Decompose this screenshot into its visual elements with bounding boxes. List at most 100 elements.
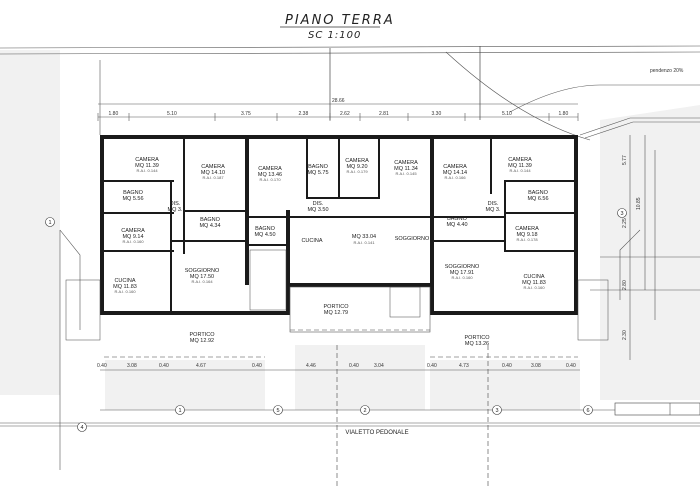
- room-label: DIS.MQ 3.: [168, 201, 183, 213]
- room-rai: R.A.I. 0.179: [346, 169, 368, 174]
- room-area: MQ 5.56: [122, 196, 143, 202]
- path-label: VIALETTO PEDONALE: [345, 430, 408, 436]
- dimension-bottom: 0.40: [502, 363, 512, 369]
- room-area: MQ 17.91: [450, 270, 474, 276]
- unit-marker-number: 6: [586, 408, 589, 414]
- dimension-segment: 1.80: [109, 111, 119, 117]
- room-label: SOGGIORNO: [395, 236, 430, 242]
- room-name: DIS.: [488, 201, 499, 207]
- stairs: [65, 249, 609, 341]
- room-name: CUCINA: [301, 238, 322, 244]
- room-label: DIS.MQ 3.: [486, 201, 501, 213]
- room-area: MQ 3.50: [307, 207, 328, 213]
- room-name: PORTICO: [190, 332, 216, 338]
- room-name: CAMERA: [258, 166, 282, 172]
- room-name: SOGGIORNO: [395, 236, 430, 242]
- dimension-vertical: 2.80: [622, 280, 628, 290]
- drawing-title: PIANO TERRA: [285, 13, 395, 28]
- dimension-bottom: 3.08: [531, 363, 541, 369]
- dimension-segment: 5.10: [502, 111, 512, 117]
- room-rai: R.A.I. 0.144: [136, 168, 158, 173]
- room-area: MQ 9.20: [346, 164, 367, 170]
- dimension-bottom: 0.40: [349, 363, 359, 369]
- room-area: MQ 17.50: [190, 274, 214, 280]
- room-name: PORTICO: [465, 335, 491, 341]
- dimension-bottom: 3.04: [374, 363, 384, 369]
- room-name: CAMERA: [515, 226, 539, 232]
- room-area: MQ 33.04: [352, 234, 376, 240]
- room-area: MQ 14.14: [443, 170, 467, 176]
- room-name: DIS.: [313, 201, 324, 207]
- dimension-segment: 3.30: [432, 111, 442, 117]
- building-walls: [100, 135, 578, 315]
- unit-marker-number: 1: [178, 408, 181, 414]
- room-name: CUCINA: [523, 274, 544, 280]
- room-area: MQ 12.79: [324, 310, 348, 316]
- unit-marker-number: 4: [80, 425, 83, 431]
- room-rai: R.A.I. 0.164: [191, 279, 213, 284]
- unit-marker-circle: [45, 217, 55, 227]
- dimension-bottom: 0.40: [566, 363, 576, 369]
- dimension-segment: 3.75: [241, 111, 251, 117]
- dimension-bottom: 4.67: [196, 363, 206, 369]
- room-area: MQ 11.83: [113, 284, 137, 290]
- room-area: MQ 11.39: [135, 163, 159, 169]
- room-name: CAMERA: [121, 228, 145, 234]
- room-name: SOGGIORNO: [185, 268, 220, 274]
- room-area: MQ 14.10: [201, 170, 225, 176]
- room-area: MQ 3.: [486, 207, 501, 213]
- room-name: BAGNO: [447, 216, 468, 222]
- legend-box: [614, 402, 700, 416]
- room-rai: R.A.I. 0.144: [509, 168, 531, 173]
- room-rai: R.A.I. 0.145: [395, 171, 417, 176]
- unit-marker-number: 3: [495, 408, 498, 414]
- dimension-vertical: 2.25: [622, 218, 628, 228]
- room-area: MQ 12.92: [190, 338, 214, 344]
- dimension-segment: 2.62: [340, 111, 350, 117]
- dimension-bottom: 4.73: [459, 363, 469, 369]
- unit-marker-number: 5: [276, 408, 279, 414]
- room-rai: R.A.I. 0.178: [516, 237, 538, 242]
- dimension-total: 28.66: [332, 98, 345, 104]
- slope-note: pendenzo 20%: [650, 68, 684, 74]
- room-name: BAGNO: [308, 164, 329, 170]
- room-area: MQ 11.83: [522, 280, 546, 286]
- room-rai: R.A.I. 0.160: [523, 285, 545, 290]
- room-rai: R.A.I. 0.160: [122, 239, 144, 244]
- dimension-vertical: 10.85: [636, 197, 642, 210]
- unit-marker-circle: [77, 422, 87, 432]
- room-area: MQ 5.75: [307, 170, 328, 176]
- room-rai: R.A.I. 0.160: [451, 275, 473, 280]
- dimension-bottom: 4.46: [306, 363, 316, 369]
- room-name: CAMERA: [443, 164, 467, 170]
- dimension-vertical: 2.30: [622, 330, 628, 340]
- room-name: BAGNO: [200, 217, 221, 223]
- dimension-segment: 2.38: [299, 111, 309, 117]
- room-area: MQ 3.: [168, 207, 183, 213]
- room-area: MQ 4.40: [446, 222, 467, 228]
- room-area: MQ 9.14: [122, 234, 143, 240]
- unit-marker-number: 1: [48, 220, 51, 226]
- unit-marker-circle: [617, 208, 627, 218]
